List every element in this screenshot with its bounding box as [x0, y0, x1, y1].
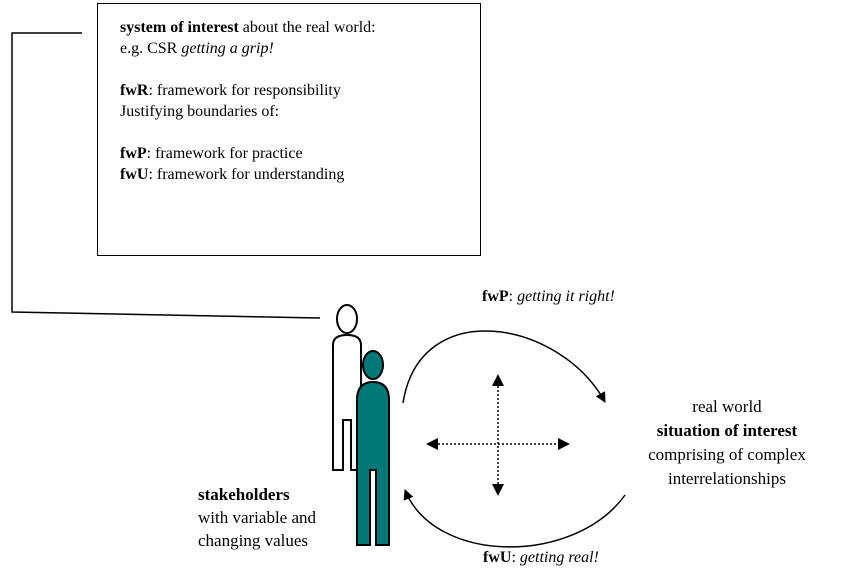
bottom-label-italic: getting real!	[519, 549, 599, 566]
system-of-interest-box: system of interest about the real world:…	[97, 3, 481, 256]
stakeholders-line-3: changing values	[198, 531, 308, 550]
getting-it-right-label: fwP: getting it right!	[482, 286, 615, 307]
getting-real-label: fwU: getting real!	[483, 547, 599, 568]
csr-example-prefix: e.g. CSR	[120, 40, 182, 57]
stakeholder-figure-front	[356, 350, 390, 546]
fwp-label: fwP	[120, 145, 147, 162]
top-label-sep: :	[508, 288, 518, 305]
box-connector-line	[11, 32, 321, 319]
situation-of-interest-text: real world situation of interest compris…	[608, 395, 846, 491]
fwu-label: fwU	[120, 166, 149, 183]
fwr-label: fwR	[120, 82, 149, 99]
stakeholders-line-2: with variable and	[198, 508, 317, 527]
fwr-description: : framework for responsibility	[148, 82, 341, 99]
justifying-text: Justifying boundaries of:	[120, 103, 280, 120]
situation-line-3: comprising of complex	[648, 445, 806, 464]
top-label-italic: getting it right!	[517, 288, 615, 305]
system-of-interest-label: system of interest	[120, 19, 239, 36]
top-label-bold: fwP	[482, 288, 509, 305]
arrow-getting-real	[403, 489, 626, 548]
fwu-description: : framework for understanding	[148, 166, 345, 183]
system-of-interest-rest: about the real world:	[238, 19, 376, 36]
situation-line-1: real world	[692, 397, 762, 416]
fwp-description: : framework for practice	[146, 145, 303, 162]
stakeholder-figure-back	[332, 304, 362, 471]
situation-line-2: situation of interest	[656, 421, 798, 440]
bottom-label-sep: :	[511, 549, 520, 566]
dotted-cross	[426, 374, 570, 496]
csr-example-italic: getting a grip!	[181, 40, 274, 57]
situation-line-4: interrelationships	[667, 469, 787, 488]
arrow-getting-it-right	[402, 330, 606, 404]
stakeholders-text: stakeholders with variable and changing …	[198, 483, 316, 552]
bottom-label-bold: fwU	[483, 549, 512, 566]
stakeholders-title: stakeholders	[198, 485, 290, 504]
